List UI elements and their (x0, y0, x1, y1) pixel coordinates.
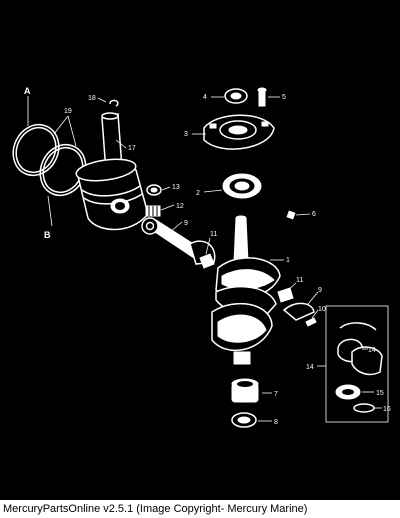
needle-bearing-small[interactable] (145, 205, 161, 217)
rod-cap-screw[interactable] (305, 317, 317, 327)
callout-16[interactable]: 16 (383, 406, 391, 413)
callout-11-lower[interactable]: 11 (296, 277, 303, 284)
retaining-clip[interactable] (109, 99, 119, 107)
callout-14-box[interactable]: 14 (306, 364, 314, 371)
callout-2[interactable]: 2 (196, 190, 200, 197)
callout-10[interactable]: 10 (318, 306, 326, 313)
crankshaft[interactable] (211, 215, 281, 365)
callout-12[interactable]: 12 (176, 203, 184, 210)
callout-9-upper[interactable]: 9 (184, 220, 188, 227)
connecting-rod[interactable] (141, 217, 216, 265)
callout-18[interactable]: 18 (88, 95, 96, 102)
callout-13[interactable]: 13 (172, 184, 180, 191)
callout-9-lower[interactable]: 9 (318, 287, 322, 294)
woodruff-key[interactable] (286, 210, 296, 220)
ball-bearing-upper[interactable] (222, 173, 262, 199)
roller-bearing[interactable] (231, 378, 259, 403)
bearing-cage-upper[interactable] (199, 253, 215, 269)
leader-lines (27, 96, 382, 422)
callout-6[interactable]: 6 (312, 211, 316, 218)
callout-14-inner[interactable]: 14 (368, 347, 376, 354)
exploded-parts-diagram: A B 19 18 17 4 5 3 2 6 13 12 9 11 1 11 9… (0, 0, 400, 500)
end-cap[interactable] (203, 114, 275, 150)
callout-8[interactable]: 8 (274, 419, 278, 426)
oil-seal-top[interactable] (224, 88, 248, 104)
piston[interactable] (75, 156, 149, 231)
thrust-washer[interactable] (146, 184, 162, 196)
bearing-cage-lower[interactable] (277, 287, 294, 303)
callout-5[interactable]: 5 (282, 94, 286, 101)
callout-17[interactable]: 17 (128, 145, 136, 152)
oil-seal-bottom[interactable] (231, 412, 257, 428)
callout-3[interactable]: 3 (184, 131, 188, 138)
callout-letter-a: A (24, 86, 31, 96)
callout-4[interactable]: 4 (203, 94, 207, 101)
wrist-pin[interactable] (101, 112, 123, 173)
rod-cap[interactable] (282, 302, 315, 321)
copyright-caption: MercuryPartsOnline v2.5.1 (Image Copyrig… (3, 503, 308, 515)
callout-letter-b: B (44, 230, 51, 240)
callout-7[interactable]: 7 (274, 391, 278, 398)
callout-15[interactable]: 15 (376, 390, 384, 397)
callout-1[interactable]: 1 (286, 257, 290, 264)
callout-19[interactable]: 19 (64, 108, 72, 115)
callout-11-upper[interactable]: 11 (210, 231, 217, 238)
screw-top[interactable] (257, 87, 267, 107)
